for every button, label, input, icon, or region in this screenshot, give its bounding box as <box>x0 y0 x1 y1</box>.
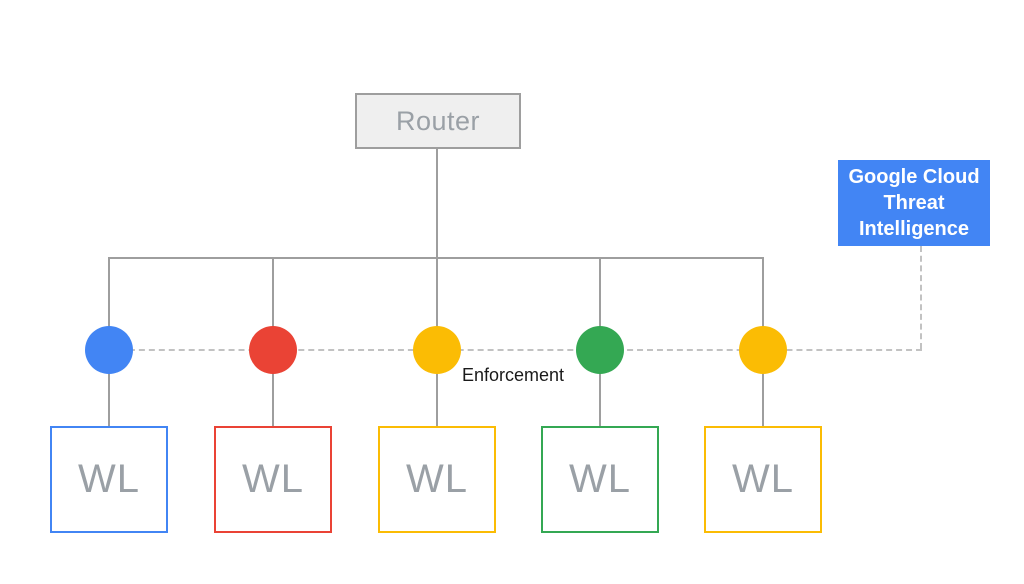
threat-intelligence-label-line2: Threat <box>883 192 945 214</box>
router-box: Router <box>355 93 521 149</box>
threat-intel-dashed-line <box>920 246 922 349</box>
enforcement-dot-4 <box>576 326 624 374</box>
enforcement-dot-2 <box>249 326 297 374</box>
workload-box-4: WL <box>541 426 659 533</box>
workload-label-3: WL <box>406 457 468 501</box>
enforcement-dot-3 <box>413 326 461 374</box>
workload-label-4: WL <box>569 457 631 501</box>
router-label: Router <box>395 105 481 136</box>
workload-box-2: WL <box>214 426 332 533</box>
workload-label-2: WL <box>242 457 304 501</box>
workload-box-3: WL <box>378 426 496 533</box>
router-stem-line <box>436 149 438 258</box>
workload-label-5: WL <box>732 457 794 501</box>
enforcement-dashed-line <box>109 349 922 351</box>
workload-label-1: WL <box>78 457 140 501</box>
enforcement-label: Enforcement <box>462 365 565 385</box>
threat-intelligence-label-line1: Google Cloud <box>848 166 980 188</box>
enforcement-dot-1 <box>85 326 133 374</box>
enforcement-dot-5 <box>739 326 787 374</box>
threat-intelligence-box: Google Cloud Threat Intelligence <box>838 160 990 246</box>
workload-box-5: WL <box>704 426 822 533</box>
threat-intelligence-label-line3: Intelligence <box>858 218 970 240</box>
workload-box-1: WL <box>50 426 168 533</box>
